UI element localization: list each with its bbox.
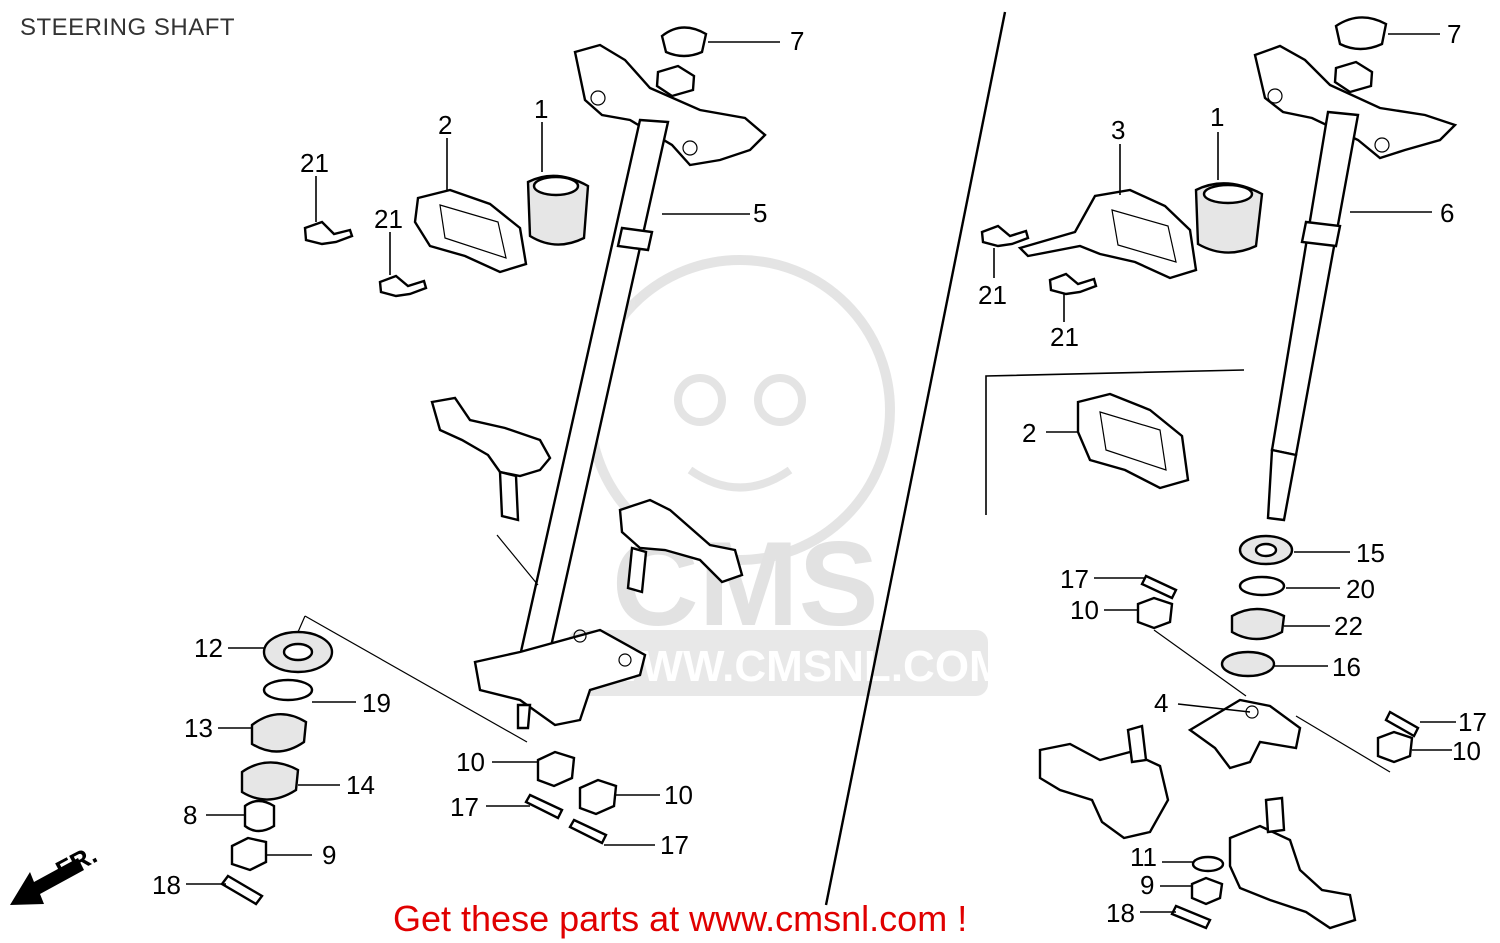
left-callout-1: 1 <box>534 94 548 124</box>
left-callout-8: 8 <box>183 800 197 830</box>
cta-shop-link[interactable]: Get these parts at www.cmsnl.com ! <box>393 898 968 939</box>
page-title: STEERING SHAFT <box>20 14 236 41</box>
cms-watermark: CMS WWW.CMSNL.COM <box>568 255 1006 696</box>
right-steering-shaft <box>1270 110 1360 457</box>
right-callout-10b: 10 <box>1452 736 1481 766</box>
left-assembly: FR. 1 2 7 5 21 21 12 19 13 14 8 9 18 <box>10 26 804 906</box>
right-part-17-pin-b <box>1384 710 1420 738</box>
right-part-4-pitman-arm <box>1187 698 1302 770</box>
right-tie-rod-end-upper <box>1038 742 1170 840</box>
right-callout-22: 22 <box>1334 611 1363 641</box>
left-callout-19: 19 <box>362 688 391 718</box>
left-callout-7: 7 <box>790 26 804 56</box>
right-top-bracket <box>1253 44 1458 160</box>
left-callout-10b: 10 <box>664 780 693 810</box>
right-tie-rod-end-lower <box>1228 824 1357 930</box>
forward-direction-arrow-icon <box>10 858 84 905</box>
right-callout-11: 11 <box>1130 842 1157 872</box>
right-callout-21b: 21 <box>1050 322 1079 352</box>
left-callout-13: 13 <box>184 713 213 743</box>
panel-divider <box>824 11 1007 906</box>
right-callout-6: 6 <box>1440 198 1454 228</box>
right-part-9-nut <box>1190 876 1224 906</box>
right-callout-1: 1 <box>1210 102 1224 132</box>
right-callout-17a: 17 <box>1060 564 1089 594</box>
right-part-2-holder <box>1076 392 1190 490</box>
right-part-17-pin-a <box>1140 574 1178 600</box>
left-part-10-nut-b <box>578 778 618 816</box>
right-callout-15: 15 <box>1356 538 1385 568</box>
right-part-11-washer <box>1191 855 1225 873</box>
right-part-16-seal <box>1220 650 1276 678</box>
right-part-7-cap <box>1334 16 1388 51</box>
right-part-10-nut-a <box>1136 596 1174 630</box>
right-part-22-bearing <box>1230 607 1286 641</box>
right-callout-18: 18 <box>1106 898 1135 928</box>
left-callout-17b: 17 <box>660 830 689 860</box>
left-callout-10a: 10 <box>456 747 485 777</box>
left-callout-21a: 21 <box>300 148 329 178</box>
left-callout-17a: 17 <box>450 792 479 822</box>
left-part-14-bearing <box>240 761 300 801</box>
left-tie-rod-end-lower <box>618 498 744 584</box>
left-callout-2: 2 <box>438 110 452 140</box>
left-top-bracket <box>573 43 767 167</box>
right-callout-16: 16 <box>1332 652 1361 682</box>
left-part-18-pin <box>220 874 264 906</box>
left-callout-21b: 21 <box>374 204 403 234</box>
left-part-13-bearing <box>250 713 308 753</box>
left-part-8-collar <box>243 799 276 833</box>
left-callout-5: 5 <box>753 198 767 228</box>
right-callout-9: 9 <box>1140 870 1154 900</box>
left-callout-12: 12 <box>194 633 223 663</box>
left-part-21-bolt-b <box>378 274 428 298</box>
left-part-7-cap <box>660 26 708 58</box>
left-part-10-nut-a <box>536 750 576 788</box>
right-part-21-bolt-a <box>980 224 1030 248</box>
right-callout-4: 4 <box>1154 688 1168 718</box>
left-part-19-ring <box>262 678 314 702</box>
left-callout-18: 18 <box>152 870 181 900</box>
right-callout-7: 7 <box>1447 19 1461 49</box>
left-tie-rod-end-upper <box>430 396 552 478</box>
right-callout-17b: 17 <box>1458 707 1487 737</box>
left-part-9-nut <box>230 836 268 872</box>
right-part-18-pin <box>1170 904 1212 930</box>
left-bottom-bracket <box>473 628 647 727</box>
right-callout-2: 2 <box>1022 418 1036 448</box>
right-assembly: 7 1 3 6 21 21 2 15 20 22 16 17 10 4 17 1… <box>978 16 1487 930</box>
left-part-17-pin-a <box>524 793 564 820</box>
left-part-2-holder <box>413 188 528 274</box>
watermark-url: WWW.CMSNL.COM <box>600 642 1006 691</box>
right-part-20-ring <box>1238 575 1286 597</box>
left-part-17-pin-b <box>568 818 608 845</box>
right-callout-20: 20 <box>1346 574 1375 604</box>
right-part-10-nut-b <box>1376 730 1414 764</box>
left-callout-9: 9 <box>322 840 336 870</box>
right-part-3-holder <box>1017 188 1198 280</box>
right-callout-21a: 21 <box>978 280 1007 310</box>
right-callout-3: 3 <box>1111 115 1125 145</box>
left-callout-14: 14 <box>346 770 375 800</box>
right-inset-outline <box>985 369 1245 515</box>
right-callout-10a: 10 <box>1070 595 1099 625</box>
left-part-21-bolt-a <box>303 220 354 246</box>
right-part-21-bolt-b <box>1048 272 1098 296</box>
